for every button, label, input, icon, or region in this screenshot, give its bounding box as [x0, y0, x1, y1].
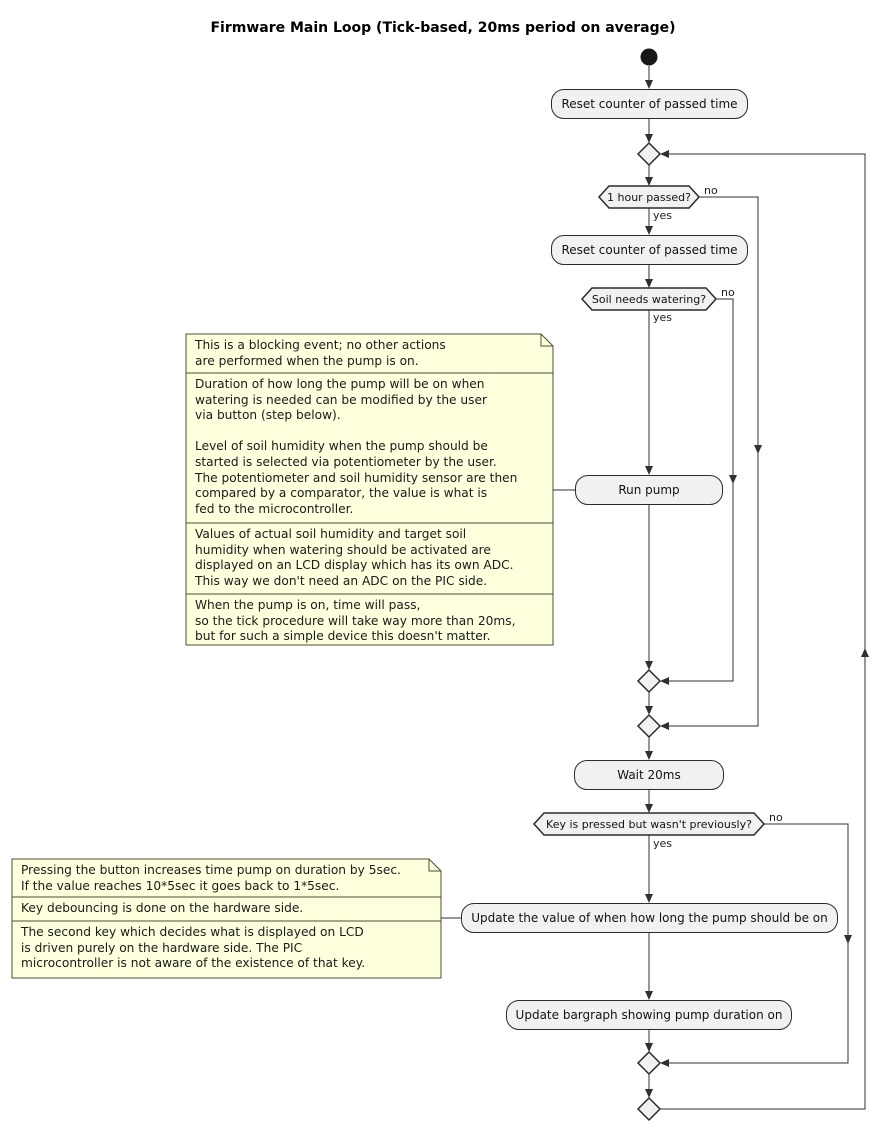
edge-label-no-hour: no — [704, 184, 718, 197]
decision-shapes — [532, 185, 766, 836]
decision-shape-key-pressed — [532, 812, 766, 836]
flow-edges — [441, 66, 866, 1110]
note-key-debounce: Key debouncing is done on the hardware s… — [21, 901, 304, 915]
note-run-pump-duration: Duration of how long the pump will be on… — [195, 377, 518, 516]
arrowheads — [645, 80, 869, 1098]
edge-label-no-soil: no — [721, 286, 735, 299]
diagram-title: Firmware Main Loop (Tick-based, 20ms per… — [210, 20, 676, 36]
edge-label-yes-hour: yes — [653, 209, 673, 222]
activity-update-pump-on-value: Update the value of when how long the pu… — [461, 903, 838, 933]
decision-shape-soil-watering — [580, 287, 718, 311]
edge-label-yes-soil: yes — [653, 311, 673, 324]
edge-label-no-key: no — [769, 811, 783, 824]
note-run-pump-lcd: Values of actual soil humidity and targe… — [195, 527, 514, 588]
decision-hour-passed: 1 hour passed? — [607, 190, 691, 204]
activity-reset-counter-hourly: Reset counter of passed time — [551, 235, 748, 265]
decision-key-pressed: Key is pressed but wasn't previously? — [546, 817, 752, 831]
activity-run-pump: Run pump — [575, 475, 723, 505]
note-run-pump-tick: When the pump is on, time will pass, so … — [195, 598, 516, 644]
activity-wait-20ms: Wait 20ms — [574, 760, 724, 790]
note-key-update-shape — [11, 858, 442, 979]
decision-soil-watering: Soil needs watering? — [591, 292, 707, 306]
merge-node-after-key — [636, 1050, 662, 1076]
activity-update-bargraph: Update bargraph showing pump duration on — [506, 1000, 792, 1030]
edge-label-yes-key: yes — [653, 837, 673, 850]
merge-node-after-hour — [636, 713, 662, 739]
start-node — [640, 48, 658, 66]
note-fold-icon — [540, 334, 553, 347]
note-run-pump-blocking: This is a blocking event; no other actio… — [195, 338, 446, 368]
merge-node-loop-end — [636, 1096, 662, 1122]
merge-node-top — [636, 141, 662, 167]
note-fold-icon — [428, 859, 441, 872]
note-key-second-key: The second key which decides what is dis… — [21, 925, 366, 971]
merge-node-after-pump — [636, 668, 662, 694]
note-key-increase: Pressing the button increases time pump … — [21, 863, 401, 893]
merge-diamonds — [636, 141, 662, 1122]
note-run-pump-shape — [185, 333, 554, 646]
decision-shape-hour-passed — [597, 185, 701, 209]
activity-reset-counter-top: Reset counter of passed time — [551, 89, 748, 119]
